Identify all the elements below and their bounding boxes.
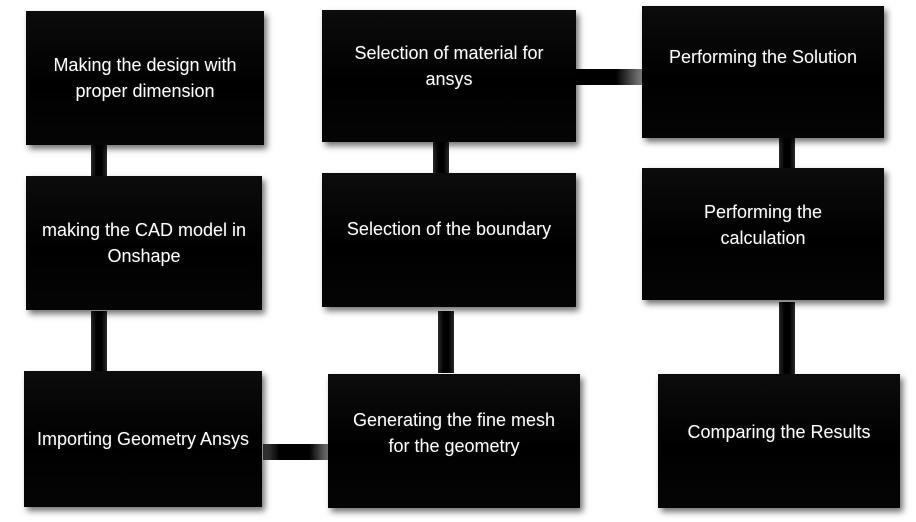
step-label-boundary: Selection of the boundary [346,219,552,239]
step-label-calculation: Performing the calculation [703,202,823,248]
step-label-mesh: Generating the fine mesh for the geometr… [352,410,556,456]
step-label-import: Importing Geometry Ansys [36,429,250,449]
step-box-results: Comparing the Results [658,374,900,508]
step-box-import: Importing Geometry Ansys [24,371,262,507]
step-box-material: Selection of material for ansys [322,10,576,142]
connector-calculation-results [779,302,795,374]
step-label-cad: making the CAD model in Onshape [41,220,247,266]
step-box-cad: making the CAD model in Onshape [26,176,262,310]
step-box-solution: Performing the Solution [642,6,884,138]
connector-import-mesh [263,444,329,460]
step-box-mesh: Generating the fine mesh for the geometr… [328,374,580,508]
connector-material-solution [574,69,644,85]
connector-boundary-material [433,142,449,174]
connector-cad-import [91,311,107,371]
step-label-material: Selection of material for ansys [354,43,544,89]
step-label-design: Making the design with proper dimension [53,55,237,101]
connector-mesh-boundary [438,311,454,373]
step-box-calculation: Performing the calculation [642,168,884,300]
connector-solution-calculation [779,136,795,169]
step-box-design: Making the design with proper dimension [26,11,264,145]
step-label-results: Comparing the Results [687,422,871,442]
step-label-solution: Performing the Solution [668,47,858,67]
step-box-boundary: Selection of the boundary [322,173,576,307]
